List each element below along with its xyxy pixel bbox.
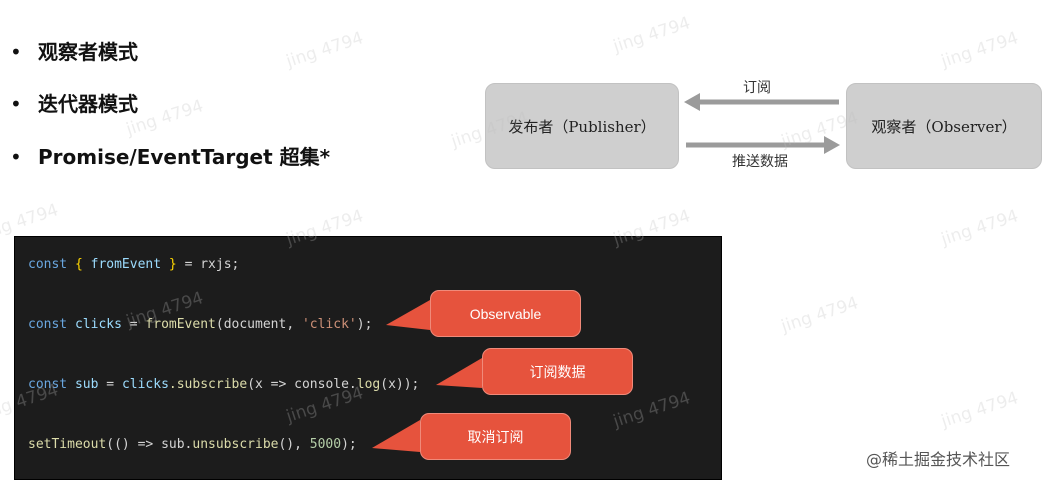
code-line-timeout: setTimeout(() => sub.unsubscribe(), 5000… [28, 437, 357, 452]
bullet-text: Promise/EventTarget 超集* [38, 145, 331, 169]
observable-callout-text: Observable [469, 305, 542, 322]
code-token: = [106, 377, 115, 392]
subscribe-data-callout: 订阅数据 [482, 348, 633, 395]
publisher-label: 发布者（Publisher） [508, 117, 656, 136]
subscribe-data-pointer [436, 358, 482, 388]
unsubscribe-callout-text: 取消订阅 [467, 428, 524, 445]
source-credit: @稀土掘金技术社区 [866, 450, 1011, 469]
code-line-import: const { fromEvent } = rxjs; [28, 257, 239, 272]
code-token: 'click' [301, 317, 357, 332]
push-data-label: 推送数据 [732, 154, 788, 170]
code-token: = [129, 317, 138, 332]
observer-box: 观察者（Observer） [846, 83, 1042, 169]
bullet-item: • 观察者模式 [10, 36, 138, 65]
bullet-text: 迭代器模式 [38, 92, 138, 116]
bullet-marker: • [10, 145, 22, 169]
unsubscribe-pointer [372, 420, 420, 452]
code-token: sub [74, 377, 99, 392]
observable-pointer [386, 300, 430, 330]
bullet-item: • Promise/EventTarget 超集* [10, 141, 330, 170]
bullet-item: • 迭代器模式 [10, 88, 138, 117]
push-data-arrow [686, 136, 840, 154]
code-token: clicks [121, 377, 169, 392]
code-token: unsubscribe [192, 437, 279, 452]
code-token: (x => console. [247, 377, 357, 392]
code-token: rxjs; [200, 257, 240, 272]
observer-label: 观察者（Observer） [871, 117, 1017, 136]
bullet-marker: • [10, 40, 22, 64]
code-token: .subscribe [168, 377, 248, 392]
code-token: (), [278, 437, 310, 452]
code-line-subscribe: const sub = clicks.subscribe(x => consol… [28, 377, 419, 392]
bullet-marker: • [10, 92, 22, 116]
code-token: const [28, 317, 68, 332]
subscribe-label: 订阅 [743, 80, 771, 96]
code-token: (document, [215, 317, 302, 332]
observable-callout: Observable [430, 290, 581, 337]
code-token: fromEvent [145, 317, 216, 332]
publisher-box: 发布者（Publisher） [485, 83, 679, 169]
bullet-text: 观察者模式 [38, 40, 138, 64]
code-token: } [168, 257, 177, 272]
subscribe-data-callout-text: 订阅数据 [529, 363, 586, 380]
code-token: setTimeout [28, 437, 107, 452]
code-token: (x)); [380, 377, 420, 392]
code-line-clicks: const clicks = fromEvent(document, 'clic… [28, 317, 372, 332]
code-token: ); [341, 437, 357, 452]
code-token: ); [356, 317, 373, 332]
code-token: (() => sub. [106, 437, 193, 452]
code-token: 5000 [309, 437, 342, 452]
code-token: log [356, 377, 381, 392]
code-token: { [74, 257, 83, 272]
subscribe-arrow [684, 93, 839, 111]
unsubscribe-callout: 取消订阅 [420, 413, 571, 460]
code-token: = [184, 257, 193, 272]
code-token: const [28, 377, 68, 392]
code-panel: const { fromEvent } = rxjs; const clicks… [14, 236, 722, 480]
code-token: fromEvent [90, 257, 162, 272]
code-token: clicks [74, 317, 122, 332]
code-token: const [28, 257, 68, 272]
